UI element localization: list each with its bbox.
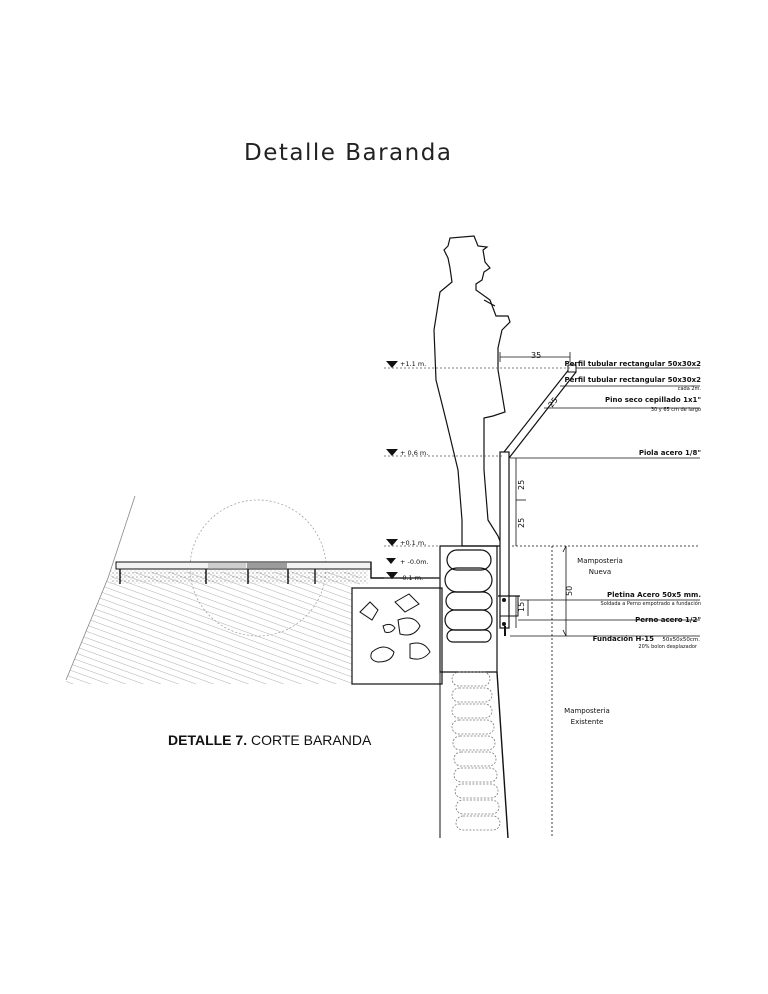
masonry-existing: [439, 671, 509, 839]
label-perno: Perno acero 1/2": [635, 616, 701, 624]
level-label: + -0.0m.: [400, 558, 429, 566]
dimensions: [499, 352, 700, 838]
label-fundacion-dim: 50x50x50cm.: [662, 637, 700, 643]
label-pletina-sub: Soldada a Perno empotrado a fundación: [601, 600, 701, 607]
dim-15: 15: [517, 602, 526, 612]
label-perfil-2: Perfil tubular rectangular 50x30x2: [565, 376, 702, 384]
label-pino-sub: 30 y 65 cm de largo: [651, 407, 701, 413]
level-label: -0.1 m.: [400, 574, 423, 582]
callout-leaders: [510, 367, 700, 459]
caption-number: DETALLE 7.: [168, 732, 248, 748]
label-fundacion-sub: 20% bolon desplazador: [638, 644, 698, 650]
terrain: [65, 495, 368, 684]
label-mamposteria-nueva-1: Mamposteria: [577, 557, 623, 565]
label-mamposteria-nueva-2: Nueva: [589, 568, 611, 576]
label-pletina: Pletina Acero 50x5 mm.: [607, 591, 701, 599]
railing: [498, 364, 577, 636]
page-title: Detalle Baranda: [244, 140, 453, 166]
label-pino: Pino seco cepillado 1x1": [605, 396, 701, 404]
caption-text: CORTE BARANDA: [250, 732, 372, 748]
label-mamposteria-existente-1: Mamposteria: [564, 707, 610, 715]
label-perfil-1: Perfil tubular rectangular 50x30x2: [565, 360, 702, 368]
level-markers: +1.1 m. + 0.6 m. +0.1 m. + -0.0m. -0.1 m…: [384, 360, 570, 582]
masonry-new: [439, 545, 498, 673]
dim-25-post-lower: 25: [517, 518, 526, 528]
dim-50: 50: [565, 586, 574, 596]
level-label: +0.1 m.: [400, 539, 426, 547]
figure-caption: DETALLE 7. CORTE BARANDA: [168, 732, 371, 748]
annotations: Perfil tubular rectangular 50x30x2 Perfi…: [564, 360, 701, 726]
label-piola: Piola acero 1/8": [639, 449, 701, 457]
level-label: + 0.6 m.: [400, 449, 428, 457]
label-perfil-2-sub: cada 2m.: [678, 386, 702, 392]
dim-25-post-upper: 25: [517, 480, 526, 490]
label-mamposteria-existente-2: Existente: [571, 718, 604, 726]
level-label: +1.1 m.: [400, 360, 426, 368]
dim-35: 35: [531, 351, 541, 360]
foundation-block: [351, 587, 443, 685]
label-fundacion: Fundación H-15: [593, 635, 655, 643]
person-figure: [433, 235, 511, 547]
